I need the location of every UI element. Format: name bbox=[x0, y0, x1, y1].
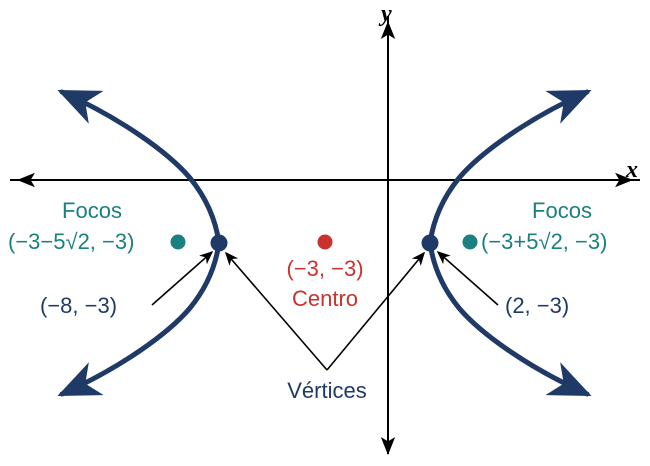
vertex-left-coords: (−8, −3) bbox=[40, 293, 118, 318]
focus-left-coords: (−3−5√2, −3) bbox=[8, 229, 135, 254]
pointer-vertex-left-coord bbox=[151, 250, 214, 306]
pointer-vertex-right-coord bbox=[436, 250, 499, 306]
vertex-right-coords: (2, −3) bbox=[505, 293, 570, 318]
focus-left-title: Focos bbox=[62, 198, 122, 223]
focus-right-point bbox=[462, 234, 478, 250]
pointer-vertices-right bbox=[326, 251, 426, 371]
center-point bbox=[317, 234, 333, 250]
focus-right-coords: (−3+5√2, −3) bbox=[481, 229, 608, 254]
pointer-vertices-left bbox=[224, 251, 328, 371]
y-axis-label: y bbox=[381, 1, 392, 27]
hyperbola-left-branch bbox=[57, 89, 222, 397]
center-coords: (−3, −3) bbox=[286, 256, 364, 281]
hyperbola-right-branch bbox=[427, 89, 592, 397]
vertex-left-point bbox=[210, 234, 228, 252]
focus-left-point bbox=[170, 234, 186, 250]
center-title: Centro bbox=[291, 286, 359, 311]
vertex-right-point bbox=[421, 234, 439, 252]
vertices-title: Vértices bbox=[287, 378, 367, 403]
x-axis-label: x bbox=[626, 157, 638, 183]
focus-right-title: Focos bbox=[532, 198, 592, 223]
